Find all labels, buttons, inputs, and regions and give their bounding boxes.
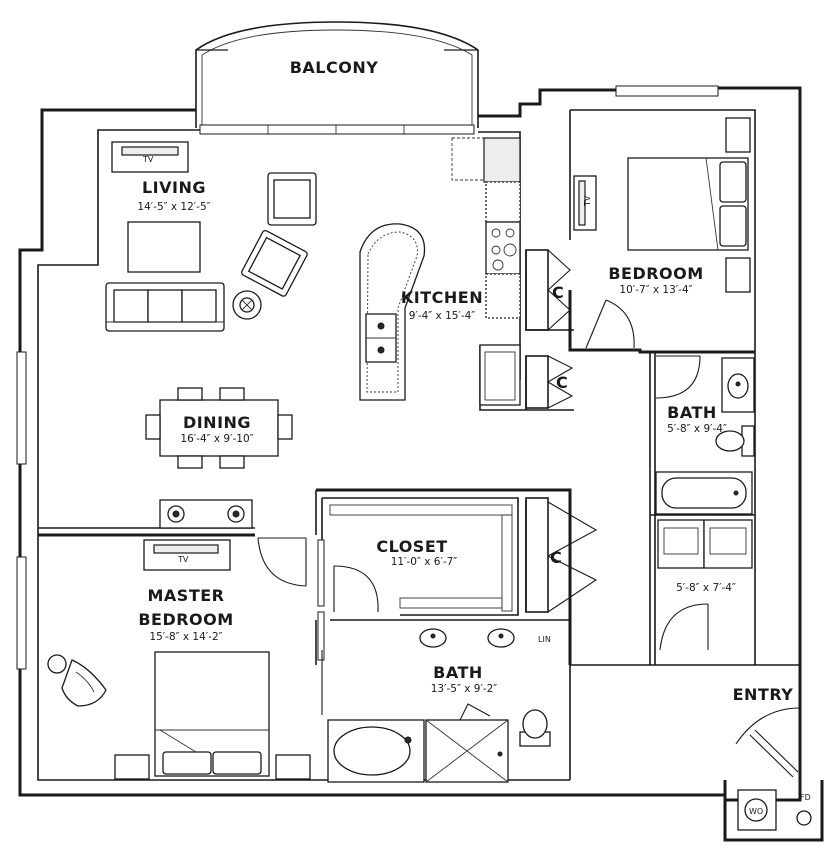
entry-label: ENTRY: [733, 685, 794, 704]
svg-text:TV: TV: [583, 195, 592, 207]
shower: [425, 703, 509, 783]
bedroom: TV BEDROOM 10′-7″ x 13′-4″: [573, 117, 751, 296]
dining-table: [145, 387, 293, 469]
closet-label: CLOSET: [376, 537, 447, 556]
coffee-table: [127, 221, 201, 273]
bedroom-bed: [627, 157, 749, 251]
master-bath: LIN BATH 13′-5″ x 9′-2″: [321, 628, 551, 783]
closet-c-label: C: [552, 283, 564, 302]
bath-secondary: BATH 5′-8″ x 9′-4″: [655, 355, 755, 515]
living-room: TV LIVING 14′-5″ x 12′-5″: [105, 141, 317, 332]
refrigerator: [451, 137, 485, 181]
closet-c-walkin: C: [525, 497, 598, 613]
balcony-sliding-doors: [199, 124, 475, 135]
walk-in-closet: CLOSET 11′-0″ x 6′-7″: [317, 504, 513, 661]
master-tv: TV: [143, 539, 231, 571]
entry: ENTRY WO FD: [733, 685, 812, 831]
armchair: [267, 172, 317, 226]
left-windows: [16, 351, 27, 670]
double-vanity: [419, 628, 515, 648]
master-tub: [327, 719, 425, 783]
master-bedroom: TV MASTER BEDROOM 15′-8″ x 14′-2″: [47, 537, 311, 780]
master-bath-dims: 13′-5″ x 9′-2″: [431, 683, 498, 695]
kitchen-island: [359, 223, 426, 401]
dining-dims: 16′-4″ x 9′-10″: [180, 433, 253, 445]
kitchen-label: KITCHEN: [401, 288, 483, 307]
entry-door: [735, 707, 801, 778]
master-label-line1: MASTER: [148, 586, 225, 605]
laundry: 5′-8″ x 7′-4″: [657, 519, 753, 651]
linen-label: LIN: [538, 635, 551, 644]
closet-c-lower: C: [525, 355, 574, 409]
bedroom-label: BEDROOM: [608, 264, 703, 283]
living-dims: 14′-5″ x 12′-5″: [137, 201, 210, 213]
nightstand-right: [275, 754, 311, 780]
bath2-toilet: [715, 425, 755, 457]
console-speakers: [159, 499, 253, 529]
dining-label: DINING: [183, 413, 251, 432]
cooktop: [485, 221, 521, 275]
living-tv-label: TV: [142, 155, 154, 164]
balcony-label: BALCONY: [290, 58, 379, 77]
master-bath-label: BATH: [433, 663, 483, 682]
bath2-tub: [655, 471, 753, 515]
closet-c-upper: C: [525, 249, 571, 331]
dining: DINING 16′-4″ x 9′-10″: [145, 387, 293, 529]
balcony: BALCONY: [195, 21, 479, 128]
sofa: [105, 282, 225, 332]
master-label-line2: BEDROOM: [138, 610, 233, 629]
dishwasher: [479, 344, 521, 406]
mechanical-closet: WO FD: [737, 789, 812, 831]
closet-dims: 11′-0″ x 6′-7″: [391, 556, 458, 568]
master-bed: [154, 651, 270, 777]
master-dims: 15′-8″ x 14′-2″: [149, 631, 222, 643]
reading-chair: [47, 654, 107, 707]
kitchen-dims: 9′-4″ x 15′-4″: [409, 310, 476, 322]
master-toilet: [519, 709, 551, 747]
closet-c-label-3: C: [550, 548, 562, 567]
closet-c-label-2: C: [556, 373, 568, 392]
svg-text:TV: TV: [177, 555, 189, 564]
kitchen: KITCHEN 9′-4″ x 15′-4″: [359, 137, 521, 406]
bath2-dims: 5′-8″ x 9′-4″: [667, 423, 727, 435]
fd-label: FD: [800, 793, 811, 802]
bath2-label: BATH: [667, 403, 717, 422]
laundry-dims: 5′-8″ x 7′-4″: [676, 582, 736, 594]
water-heater-label: WO: [749, 807, 763, 816]
bedroom-dims: 10′-7″ x 13′-4″: [619, 284, 692, 296]
armchair-rotated: [241, 229, 308, 297]
bedroom-window: [615, 85, 719, 97]
nightstand-left: [114, 754, 150, 780]
bedroom-door: [585, 299, 635, 349]
bedroom-tv: TV: [573, 175, 597, 231]
living-label: LIVING: [142, 178, 206, 197]
side-table-lamp: [232, 290, 262, 320]
